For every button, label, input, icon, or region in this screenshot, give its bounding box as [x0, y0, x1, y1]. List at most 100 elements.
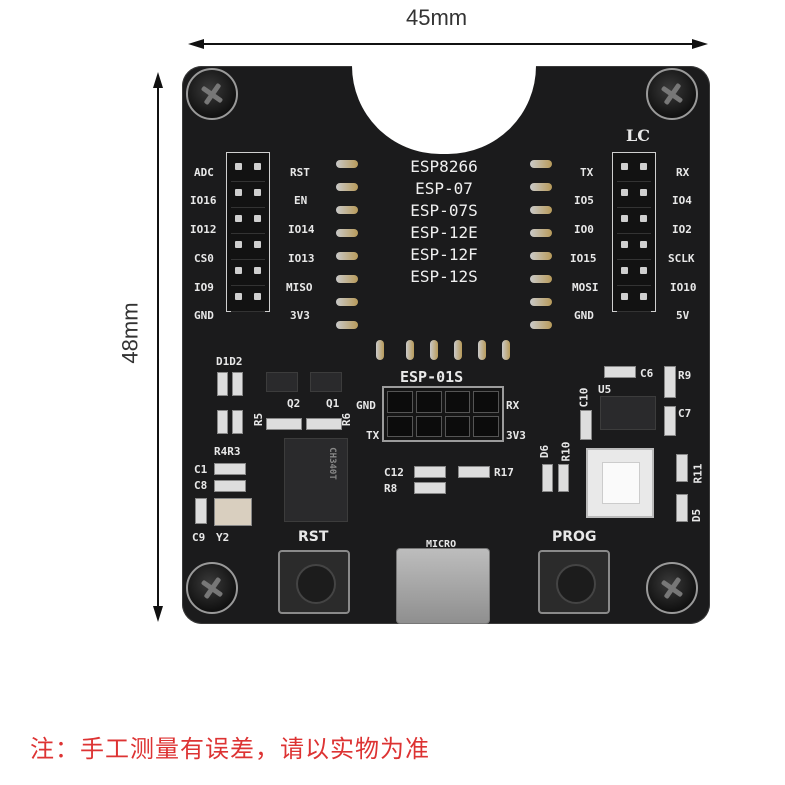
pogo-pin — [530, 252, 552, 260]
pin-label: IO15 — [570, 252, 597, 265]
pin-label: TX — [580, 166, 594, 179]
module-label: ESP8266 — [410, 157, 478, 176]
pin-label: RX — [676, 166, 690, 179]
led-d6 — [542, 464, 553, 492]
pogo-pin — [376, 340, 384, 360]
width-dimension-arrow — [188, 39, 708, 49]
pin-label: IO2 — [672, 223, 692, 236]
pin-label: EN — [294, 194, 308, 207]
left-pin-header[interactable] — [226, 152, 270, 312]
component-label: C12 — [384, 466, 404, 479]
capacitor-c8 — [214, 480, 246, 492]
resistor-r5 — [266, 418, 302, 430]
resistor-r6 — [306, 418, 342, 430]
pogo-pin — [336, 252, 358, 260]
pin-label: GND — [356, 399, 376, 412]
component-label: R6 — [340, 412, 354, 427]
module-label: ESP-12F — [410, 245, 478, 264]
micro-usb-port[interactable] — [396, 548, 490, 624]
pogo-pin — [336, 229, 358, 237]
capacitor-c7 — [664, 406, 676, 436]
crystal-y2 — [214, 498, 252, 526]
component-label: C7 — [678, 407, 692, 420]
capacitor-c1 — [214, 463, 246, 475]
pin-label: 3V3 — [290, 309, 310, 322]
component-label: R8 — [384, 482, 398, 495]
led-d1 — [217, 372, 228, 396]
component-label: C8 — [194, 479, 208, 492]
led-d2 — [232, 372, 243, 396]
transistor-q2 — [266, 372, 298, 392]
component-label: R9 — [678, 369, 692, 382]
chip-marking: CH340T — [326, 447, 337, 480]
resistor-r8 — [414, 482, 446, 494]
pin-label: IO9 — [194, 281, 214, 294]
usb-label: MICRO — [426, 539, 457, 550]
voltage-regulator-u5 — [600, 396, 656, 430]
pogo-pin — [530, 183, 552, 191]
capacitor-c6 — [604, 366, 636, 378]
pogo-pin — [530, 160, 552, 168]
pogo-pin — [454, 340, 462, 360]
pogo-pin — [336, 321, 358, 329]
resistor-r3 — [232, 410, 243, 434]
component-label: R17 — [494, 466, 514, 479]
pin-label: MOSI — [572, 281, 599, 294]
component-label: U5 — [598, 383, 612, 396]
component-label: Y2 — [216, 531, 230, 544]
led-d5 — [676, 494, 688, 522]
pin-label: GND — [574, 309, 594, 322]
esp01s-socket[interactable] — [382, 386, 504, 442]
component-label: D5 — [690, 508, 704, 523]
component-label: Q1 — [326, 397, 340, 410]
logo: LC — [626, 126, 650, 145]
pogo-pin — [530, 298, 552, 306]
pin-label: ADC — [194, 166, 214, 179]
pin-label: IO10 — [670, 281, 697, 294]
pogo-pin — [336, 275, 358, 283]
pin-label: 3V3 — [506, 429, 526, 442]
component-label: Q2 — [287, 397, 301, 410]
rst-button[interactable] — [278, 550, 350, 614]
pin-label: IO12 — [190, 223, 217, 236]
pogo-pin — [336, 183, 358, 191]
power-switch[interactable] — [586, 448, 654, 518]
resistor-r4 — [217, 410, 228, 434]
prog-button[interactable] — [538, 550, 610, 614]
component-label: D6 — [538, 444, 552, 459]
pin-label: TX — [366, 429, 380, 442]
component-label: D1D2 — [216, 355, 243, 368]
pogo-pin — [478, 340, 486, 360]
pin-label: IO16 — [190, 194, 217, 207]
pogo-pin — [502, 340, 510, 360]
resistor-r11 — [676, 454, 688, 482]
module-label: ESP-12E — [410, 223, 478, 242]
pogo-pin — [530, 275, 552, 283]
pin-label: IO4 — [672, 194, 692, 207]
component-label: R10 — [559, 441, 573, 462]
module-compatibility-list: ESP8266 ESP-07 ESP-07S ESP-12E ESP-12F E… — [388, 156, 500, 288]
pogo-pin — [406, 340, 414, 360]
usb-serial-chip: CH340T — [284, 438, 348, 522]
component-label: R11 — [691, 463, 705, 484]
esp01s-label: ESP-01S — [400, 368, 464, 386]
rst-button-label: RST — [298, 529, 329, 545]
resistor-r9 — [664, 366, 676, 398]
resistor-r10 — [558, 464, 569, 492]
screw-icon — [186, 562, 238, 614]
prog-button-label: PROG — [552, 529, 597, 545]
pin-label: IO13 — [288, 252, 315, 265]
measurement-note: 注：手工测量有误差，请以实物为准 — [30, 735, 430, 763]
pin-label: SCLK — [668, 252, 695, 265]
component-label: C6 — [640, 367, 654, 380]
resistor-r17 — [458, 466, 490, 478]
pin-label: IO5 — [574, 194, 594, 207]
height-dimension-label: 48mm — [117, 302, 143, 364]
pin-label: MISO — [286, 281, 313, 294]
pin-label: IO14 — [288, 223, 315, 236]
component-label: C1 — [194, 463, 208, 476]
right-pin-header[interactable] — [612, 152, 656, 312]
pin-label: RX — [506, 399, 520, 412]
module-label: ESP-12S — [410, 267, 478, 286]
pogo-pin — [336, 206, 358, 214]
